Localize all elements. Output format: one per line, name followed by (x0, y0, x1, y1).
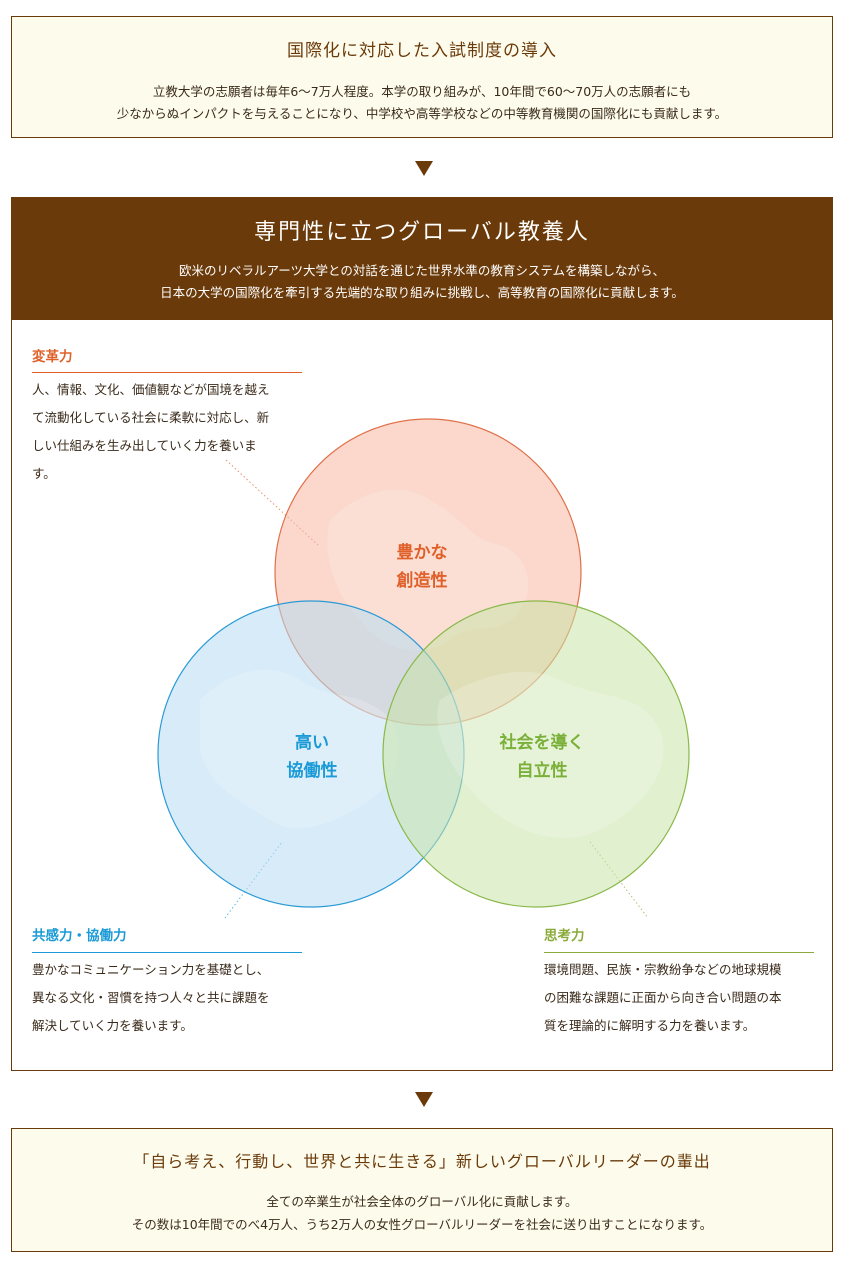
circle-cooperation (157, 600, 465, 908)
main-header: 専門性に立つグローバル教養人 欧米のリベラルアーツ大学との対話を通じた世界水準の… (12, 198, 832, 320)
intro-line-2: 少なからぬインパクトを与えることになり、中学校や高等学校などの中等教育機関の国際… (116, 106, 728, 121)
outcome-line-1: 全ての卒業生が社会全体のグローバル化に貢献します。 (266, 1194, 578, 1209)
circle-cooperation-line2: 協働性 (287, 760, 338, 781)
thinking-line-2: の困難な課題に正面から向き合い問題の本 (544, 990, 782, 1005)
main-title: 専門性に立つグローバル教養人 (254, 220, 590, 245)
thinking-divider (544, 952, 814, 953)
reform-title: 変革力 (32, 349, 73, 365)
down-arrow-icon (415, 161, 433, 176)
reform-line-1: 人、情報、文化、価値観などが国境を越え (32, 382, 270, 397)
circle-creativity-line2: 創造性 (396, 570, 448, 591)
thinking-line-3: 質を理論的に解明する力を養います。 (544, 1018, 756, 1033)
outcome-text: 全ての卒業生が社会全体のグローバル化に貢献します。 その数は10年間でのべ4万人… (12, 1190, 832, 1236)
intro-box: 国際化に対応した入試制度の導入 立教大学の志願者は毎年6〜7万人程度。本学の取り… (11, 16, 833, 138)
circle-creativity-line1: 豊かな (397, 542, 448, 563)
circle-cooperation-line1: 高い (295, 732, 329, 753)
reform-line-4: す。 (32, 466, 56, 481)
empathy-line-2: 異なる文化・習慣を持つ人々と共に課題を (32, 990, 270, 1005)
empathy-title: 共感力・協働力 (32, 928, 127, 944)
main-line-2: 日本の大学の国際化を牽引する先端的な取り組みに挑戦し、高等教育の国際化に貢献しま… (160, 285, 684, 300)
reform-divider (32, 372, 302, 373)
main-line-1: 欧米のリベラルアーツ大学との対話を通じた世界水準の教育システムを構築しながら、 (178, 263, 665, 278)
thinking-description: 環境問題、民族・宗教紛争などの地球規模 の困難な課題に正面から向き合い問題の本 … (544, 956, 829, 1040)
circle-independence (382, 600, 690, 908)
circle-independence-line2: 自立性 (517, 760, 568, 781)
empathy-line-3: 解決していく力を養います。 (32, 1018, 193, 1033)
down-arrow-icon (415, 1092, 433, 1107)
reform-line-3: しい仕組みを生み出していく力を養いま (32, 438, 257, 453)
intro-line-1: 立教大学の志願者は毎年6〜7万人程度。本学の取り組みが、10年間で60〜70万人… (152, 84, 692, 99)
circle-independence-line1: 社会を導く (499, 732, 585, 753)
intro-text: 立教大学の志願者は毎年6〜7万人程度。本学の取り組みが、10年間で60〜70万人… (12, 81, 832, 125)
intro-title: 国際化に対応した入試制度の導入 (287, 41, 557, 61)
reform-description: 人、情報、文化、価値観などが国境を越え て流動化している社会に柔軟に対応し、新 … (32, 376, 312, 488)
outcome-line-2: その数は10年間でのべ4万人、うち2万人の女性グローバルリーダーを社会に送り出す… (131, 1217, 713, 1232)
empathy-description: 豊かなコミュニケーション力を基礎とし、 異なる文化・習慣を持つ人々と共に課題を … (32, 956, 317, 1040)
empathy-divider (32, 952, 302, 953)
thinking-title: 思考力 (544, 928, 585, 944)
empathy-line-1: 豊かなコミュニケーション力を基礎とし、 (32, 962, 270, 977)
main-description: 欧米のリベラルアーツ大学との対話を通じた世界水準の教育システムを構築しながら、 … (12, 260, 832, 304)
outcome-box: 「自ら考え、行動し、世界と共に生きる」新しいグローバルリーダーの輩出 全ての卒業… (11, 1128, 833, 1252)
thinking-line-1: 環境問題、民族・宗教紛争などの地球規模 (544, 962, 782, 977)
outcome-title: 「自ら考え、行動し、世界と共に生きる」新しいグローバルリーダーの輩出 (133, 1152, 711, 1171)
reform-line-2: て流動化している社会に柔軟に対応し、新 (32, 410, 270, 425)
